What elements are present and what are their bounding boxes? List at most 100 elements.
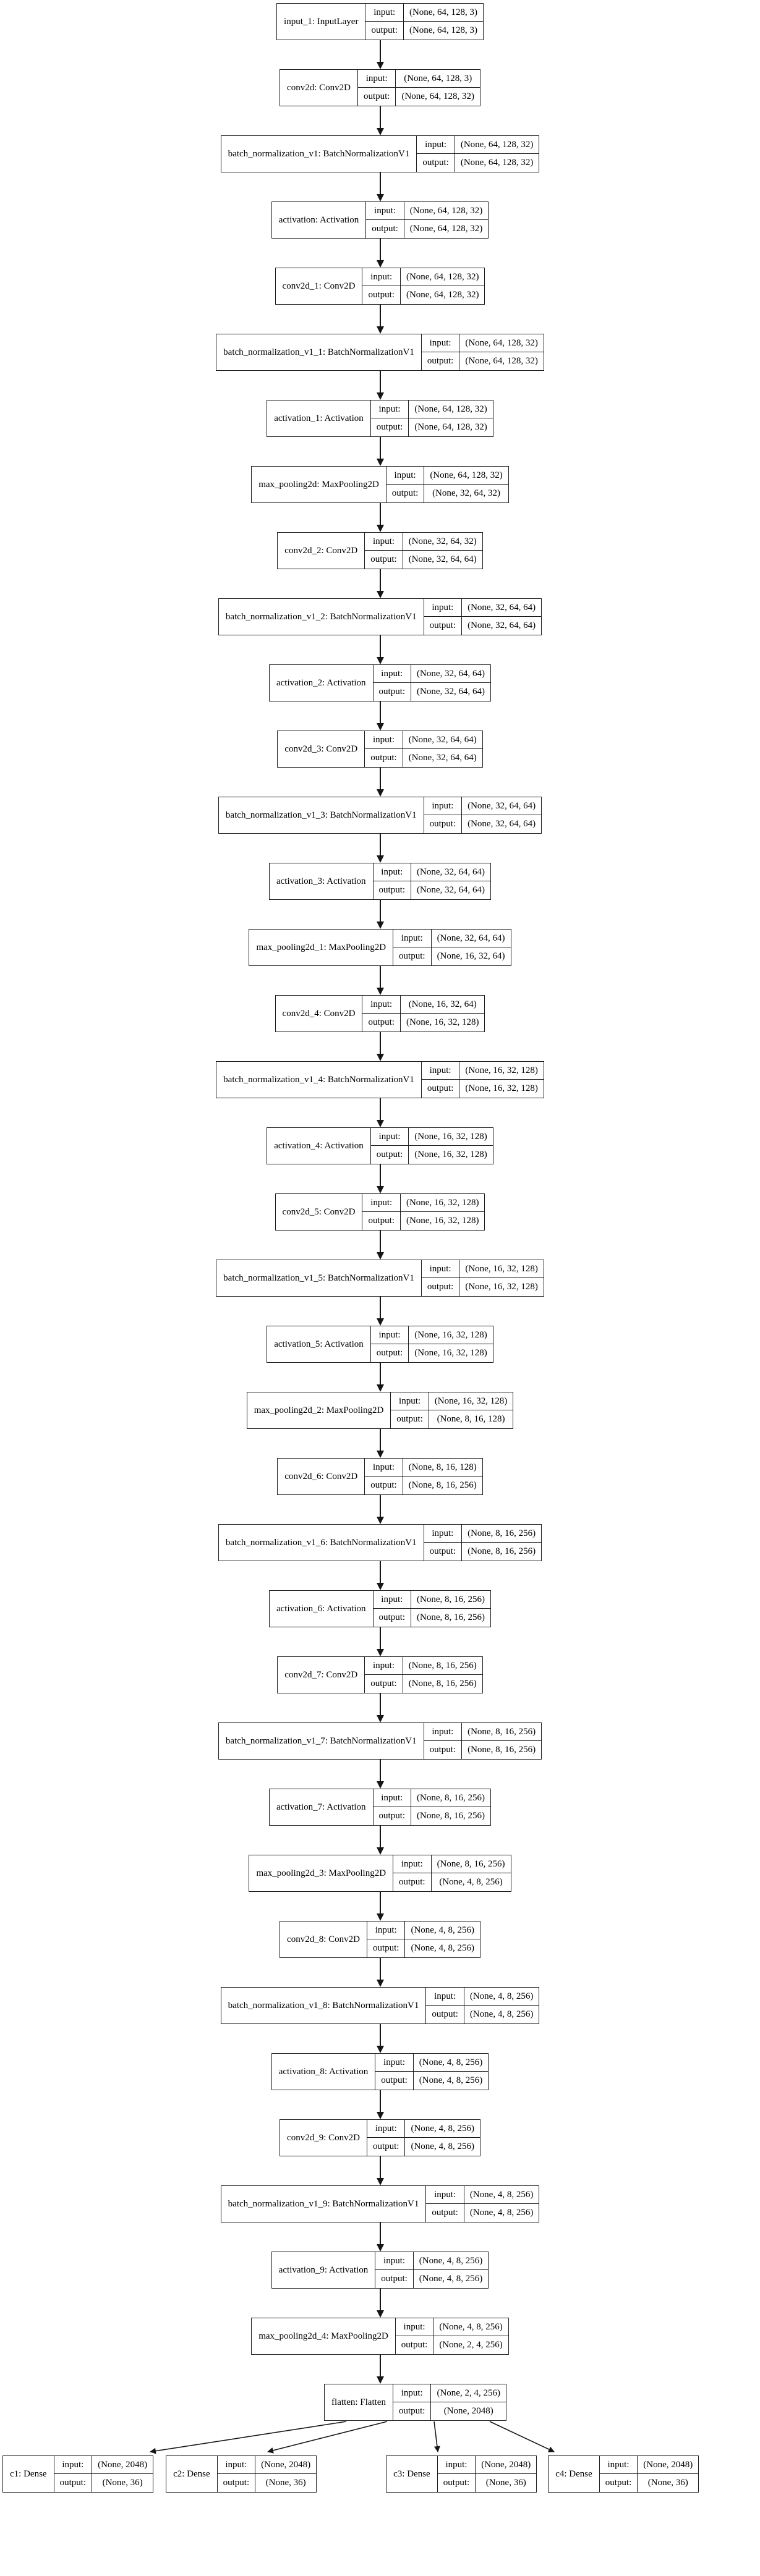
output-key-label: output:	[367, 2138, 406, 2156]
output-shape-value: (None, 36)	[102, 2478, 143, 2488]
layer-name-label: c4: Dense	[549, 2456, 600, 2492]
layer-io-table: input: (None, 64, 128, 32) output: (None…	[366, 202, 489, 238]
input-key-label: input:	[217, 2456, 256, 2474]
input-key-label: input:	[365, 4, 404, 22]
layer-name-label: conv2d_1: Conv2D	[276, 268, 363, 304]
flow-arrow	[376, 239, 384, 268]
input-shape-value: (None, 16, 32, 64)	[400, 996, 485, 1014]
flow-arrow-line	[379, 834, 381, 855]
input-shape-value: (None, 16, 32, 128)	[409, 1128, 493, 1146]
flow-arrowhead-icon	[376, 128, 384, 135]
flow-arrow	[376, 1297, 384, 1326]
output-shape-value: (None, 4, 8, 256)	[419, 2274, 483, 2284]
output-shape-value: (None, 8, 16, 256)	[408, 1480, 477, 1490]
flow-arrow	[376, 1231, 384, 1260]
input-shape-value: (None, 64, 128, 3)	[396, 70, 480, 88]
input-key-label: input:	[362, 268, 401, 286]
flow-arrow-line	[379, 1032, 381, 1054]
layer-name-label: activation_4: Activation	[267, 1128, 371, 1164]
layer-io-table: input: (None, 4, 8, 256) output: (None, …	[367, 1921, 480, 1957]
layer-io-table: input: (None, 64, 128, 32) output: (None…	[370, 400, 493, 436]
layer-node-input_1: input_1: InputLayer input: (None, 64, 12…	[276, 3, 484, 40]
dense-heads-row: c1: Dense input: (None, 2048) output: (N…	[0, 2455, 760, 2493]
input-key-label: input:	[370, 400, 409, 418]
output-key-label: output:	[424, 1543, 463, 1561]
input-key-label: input:	[391, 1392, 429, 1410]
input-shape-value: (None, 2048)	[476, 2456, 537, 2474]
layer-name-label: conv2d_3: Conv2D	[278, 731, 365, 767]
input-shape-value: (None, 8, 16, 256)	[411, 1591, 491, 1609]
output-shape-value: (None, 2, 4, 256)	[439, 2340, 503, 2350]
layer-name-label: batch_normalization_v1_2: BatchNormaliza…	[219, 599, 424, 635]
input-key-label: input:	[370, 1128, 409, 1146]
input-key-label: input:	[373, 665, 412, 683]
layer-name-label: batch_normalization_v1_3: BatchNormaliza…	[219, 797, 424, 833]
layer-node-conv2d: conv2d: Conv2D input: (None, 64, 128, 3)…	[280, 69, 480, 106]
layer-node-conv2d_7: conv2d_7: Conv2D input: (None, 8, 16, 25…	[277, 1656, 483, 1693]
flow-arrow	[376, 701, 384, 731]
input-shape-value: (None, 32, 64, 64)	[403, 731, 482, 749]
output-key-label: output:	[386, 485, 425, 502]
input-shape-value: (None, 16, 32, 128)	[459, 1062, 544, 1080]
input-key-label: input:	[417, 136, 455, 154]
layer-node-conv2d_9: conv2d_9: Conv2D input: (None, 4, 8, 256…	[280, 2119, 480, 2156]
layer-name-label: activation: Activation	[272, 202, 367, 238]
layer-io-table: input: (None, 32, 64, 64) output: (None,…	[424, 599, 542, 635]
layer-node-c3: c3: Dense input: (None, 2048) output: (N…	[386, 2455, 537, 2493]
layer-name-label: activation_3: Activation	[270, 863, 374, 899]
layer-name-label: conv2d_8: Conv2D	[280, 1921, 367, 1957]
layer-name-label: batch_normalization_v1_8: BatchNormaliza…	[221, 1988, 427, 2023]
output-shape-value: (None, 16, 32, 128)	[465, 1083, 538, 1093]
layer-name-label: max_pooling2d_3: MaxPooling2D	[249, 1855, 394, 1891]
layer-name-label: flatten: Flatten	[325, 2384, 393, 2420]
flow-arrow-line	[379, 40, 381, 62]
layer-io-table: input: (None, 16, 32, 128) output: (None…	[362, 1194, 485, 1230]
layer-name-label: activation_9: Activation	[272, 2252, 376, 2288]
input-shape-value: (None, 64, 128, 3)	[403, 4, 483, 22]
layer-node-batch_normalization_v1: batch_normalization_v1: BatchNormalizati…	[220, 135, 540, 172]
output-shape-value: (None, 16, 32, 128)	[414, 1150, 487, 1159]
layer-node-c4: c4: Dense input: (None, 2048) output: (N…	[548, 2455, 699, 2493]
flow-arrow	[376, 2289, 384, 2318]
layer-io-table: input: (None, 2048) output: (None, 36)	[599, 2456, 699, 2492]
output-key-label: output:	[600, 2474, 638, 2492]
flow-arrowhead-icon	[376, 1781, 384, 1789]
layer-name-label: conv2d: Conv2D	[280, 70, 358, 106]
flow-arrow-line	[379, 239, 381, 260]
output-shape-value: (None, 36)	[265, 2478, 306, 2488]
output-shape-value: (None, 64, 128, 32)	[409, 224, 483, 234]
flow-arrow	[376, 1826, 384, 1855]
output-shape-value: (None, 36)	[647, 2478, 688, 2488]
layer-name-label: conv2d_9: Conv2D	[280, 2120, 367, 2156]
output-key-label: output:	[362, 1014, 401, 1032]
layer-io-table: input: (None, 2048) output: (None, 36)	[217, 2456, 317, 2492]
flow-arrowhead-icon	[376, 1451, 384, 1458]
layer-name-label: c3: Dense	[386, 2456, 438, 2492]
output-key-label: output:	[422, 352, 460, 370]
layer-name-label: batch_normalization_v1_6: BatchNormaliza…	[219, 1525, 424, 1561]
flow-arrow	[376, 305, 384, 334]
layer-node-batch_normalization_v1_6: batch_normalization_v1_6: BatchNormaliza…	[218, 1524, 542, 1561]
output-shape-value: (None, 32, 64, 64)	[468, 621, 536, 630]
output-key-label: output:	[362, 286, 401, 304]
layer-name-label: max_pooling2d_1: MaxPooling2D	[249, 930, 394, 965]
layer-io-table: input: (None, 8, 16, 256) output: (None,…	[365, 1657, 482, 1693]
layer-name-label: conv2d_6: Conv2D	[278, 1459, 365, 1494]
edge-flatten-to-c4	[489, 2421, 555, 2452]
layer-node-activation_7: activation_7: Activation input: (None, 8…	[268, 1789, 492, 1826]
layer-name-label: activation_2: Activation	[270, 665, 374, 701]
output-key-label: output:	[371, 1344, 409, 1362]
output-shape-value: (None, 32, 64, 64)	[408, 554, 477, 564]
output-shape-value: (None, 36)	[485, 2478, 526, 2488]
output-shape-value: (None, 4, 8, 256)	[469, 2009, 534, 2019]
output-key-label: output:	[424, 815, 463, 833]
flow-arrowhead-icon	[376, 723, 384, 731]
output-key-label: output:	[422, 1278, 460, 1296]
layer-io-table: input: (None, 64, 128, 32) output: (None…	[362, 268, 485, 304]
input-shape-value: (None, 8, 16, 256)	[462, 1525, 542, 1543]
layer-node-max_pooling2d_3: max_pooling2d_3: MaxPooling2D input: (No…	[249, 1855, 511, 1892]
output-shape-value: (None, 8, 16, 256)	[408, 1679, 477, 1688]
flow-arrowhead-icon	[376, 2046, 384, 2053]
input-shape-value: (None, 32, 64, 64)	[462, 599, 542, 617]
flow-arrow	[376, 2156, 384, 2185]
